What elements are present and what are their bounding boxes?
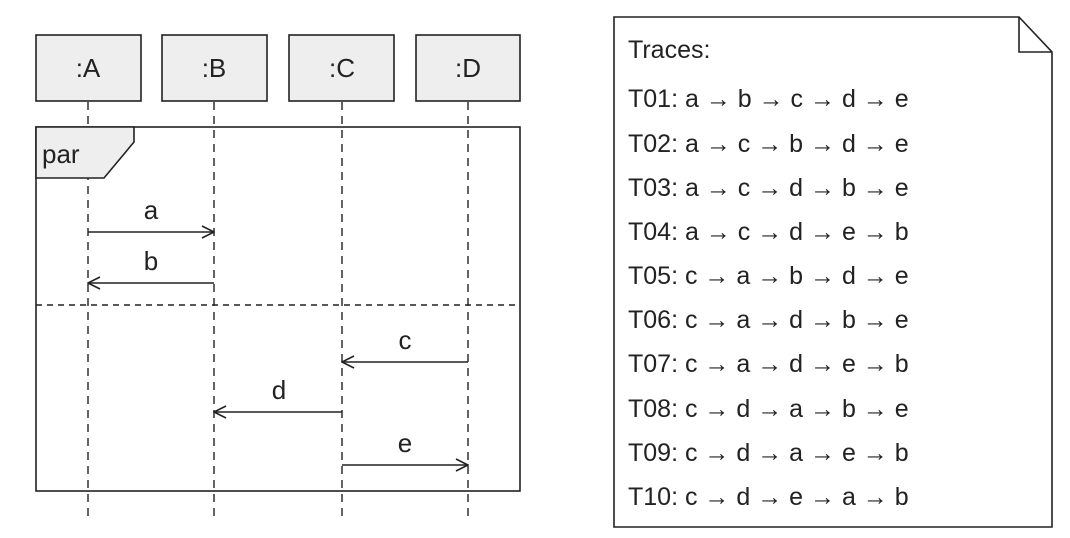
message-e: e bbox=[342, 428, 468, 465]
note-folded-corner bbox=[1018, 17, 1052, 53]
message-label-e: e bbox=[398, 428, 412, 458]
lifeline-label-c: :C bbox=[329, 53, 355, 83]
message-b: b bbox=[88, 246, 214, 283]
lifeline-head-c: :C bbox=[288, 34, 395, 102]
trace-item: T04: a → c → d → e → b bbox=[628, 218, 909, 246]
lifeline-label-d: :D bbox=[455, 53, 481, 83]
traces-note: Traces: T01: a → b → c → d → e T02: a → … bbox=[613, 16, 1053, 528]
trace-item: T02: a → c → b → d → e bbox=[628, 130, 909, 158]
lifeline-head-d: :D bbox=[415, 34, 521, 102]
fragment-operator-tab bbox=[35, 126, 135, 179]
trace-item: T10: c → d → e → a → b bbox=[628, 483, 909, 511]
trace-item: T09: c → d → a → e → b bbox=[628, 439, 909, 467]
message-label-c: c bbox=[399, 325, 412, 355]
trace-item: T08: c → d → a → b → e bbox=[628, 395, 909, 423]
lifeline-label-b: :B bbox=[202, 53, 227, 83]
lifeline-label-a: :A bbox=[76, 53, 101, 83]
lifeline-head-a: :A bbox=[35, 34, 142, 102]
par-fragment: par bbox=[35, 126, 521, 492]
message-label-b: b bbox=[144, 246, 158, 276]
message-c: c bbox=[342, 325, 468, 362]
message-label-d: d bbox=[272, 375, 286, 405]
message-label-a: a bbox=[144, 195, 159, 225]
trace-item: T01: a → b → c → d → e bbox=[628, 85, 909, 113]
message-a: a bbox=[88, 195, 214, 232]
lifeline-head-b: :B bbox=[161, 34, 268, 102]
trace-item: T07: c → a → d → e → b bbox=[628, 350, 909, 378]
message-d: d bbox=[214, 375, 342, 412]
trace-item: T03: a → c → d → b → e bbox=[628, 174, 909, 202]
trace-item: T06: c → a → d → b → e bbox=[628, 306, 909, 334]
trace-item: T05: c → a → b → d → e bbox=[628, 262, 909, 290]
fragment-operator-label: par bbox=[42, 139, 80, 169]
note-title: Traces: bbox=[628, 36, 710, 64]
